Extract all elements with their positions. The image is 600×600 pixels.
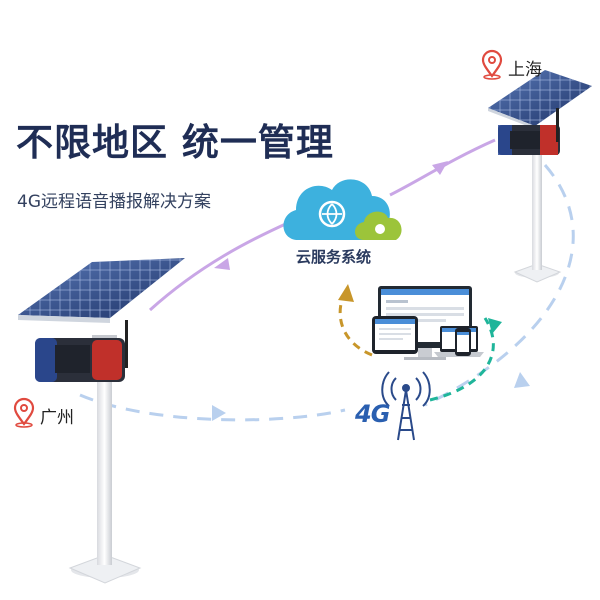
dashed-arrow-sh xyxy=(514,372,530,388)
location-pin-icon xyxy=(481,49,503,80)
purple-arrow-sh xyxy=(432,161,448,175)
dashed-arrow-gz xyxy=(212,405,226,421)
purple-flow-to-guangzhou xyxy=(148,220,291,312)
subheadline: 4G远程语音播报解决方案 xyxy=(17,192,211,212)
cell-tower-icon xyxy=(381,371,431,441)
location-label-shanghai: 上海 xyxy=(508,60,542,80)
cloud-icon xyxy=(283,179,402,240)
solar-panel-icon xyxy=(488,70,592,129)
solar-panel-icon xyxy=(18,258,185,323)
headline: 不限地区 统一管理 xyxy=(16,121,334,164)
purple-arrow-gz xyxy=(214,258,230,270)
solar-pole-shanghai xyxy=(488,70,592,283)
location-label-guangzhou: 广州 xyxy=(40,408,74,428)
teal-arrow xyxy=(488,318,502,334)
tablet-icon xyxy=(372,316,418,354)
location-pin-icon xyxy=(13,397,35,428)
cloud-service-label: 云服务系统 xyxy=(296,248,372,266)
speaker-box-icon xyxy=(498,108,560,155)
orange-arrow xyxy=(338,284,354,302)
phone-icon xyxy=(455,328,471,356)
dashed-flow-sh-to-tower xyxy=(424,164,575,407)
solar-pole-guangzhou xyxy=(18,258,185,584)
speaker-box-icon xyxy=(35,320,128,382)
teal-flow xyxy=(429,317,495,402)
network-4g-label: 4G xyxy=(355,400,390,428)
